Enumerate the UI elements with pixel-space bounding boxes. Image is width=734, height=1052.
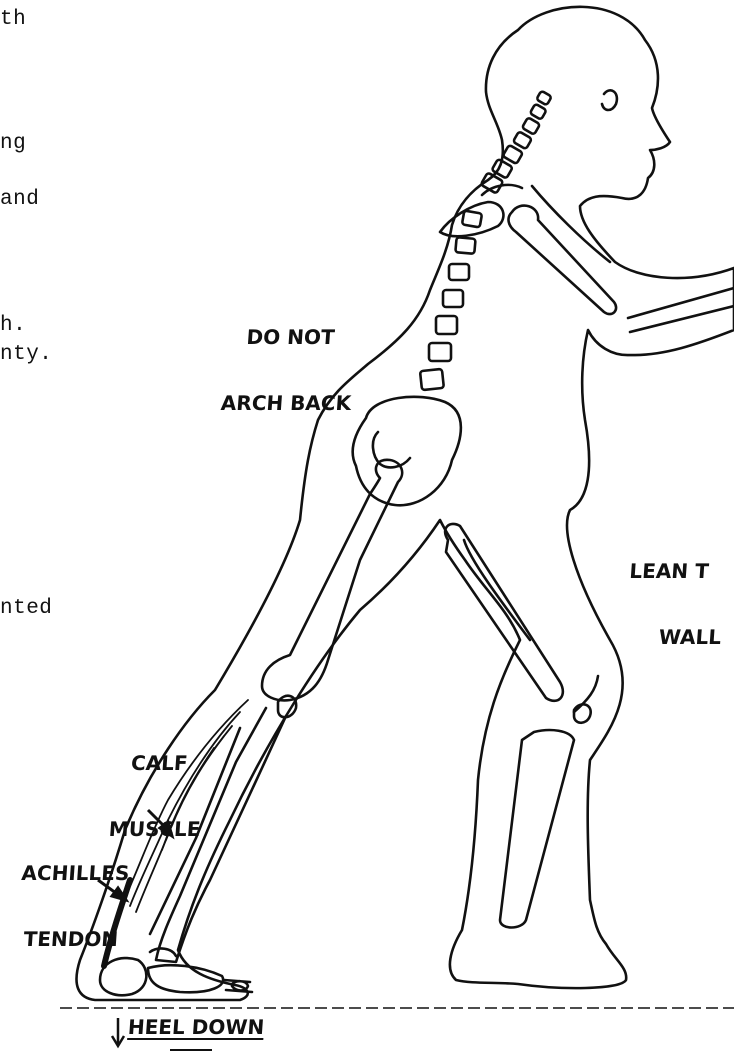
achilles-tendon-line-2: TENDON [16, 928, 125, 950]
do-not-arch-back-label: DO NOT ARCH BACK [219, 282, 360, 436]
do-not-arch-back-line-2: ARCH BACK [220, 392, 352, 414]
achilles-tendon-label: ACHILLES TENDON [15, 818, 134, 972]
forearm-bone-1 [628, 288, 734, 318]
humerus [509, 206, 617, 315]
front-tibia [500, 730, 574, 927]
achilles-tendon-line-1: ACHILLES [21, 862, 130, 884]
lean-to-wall-line-2: WALL [624, 626, 722, 648]
do-not-arch-back-line-1: DO NOT [225, 326, 357, 348]
clavicle [482, 185, 522, 195]
lean-to-wall-label: LEAN T WALL [623, 516, 730, 670]
back-ankle-bone [150, 949, 176, 956]
lean-to-wall-line-1: LEAN T [629, 560, 727, 582]
down-arrow-icon [112, 1018, 124, 1046]
calf-muscle-line-1: CALF [113, 752, 206, 774]
back-femur [262, 460, 402, 701]
spine [420, 91, 552, 390]
forearm-bone-2 [630, 306, 734, 332]
pelvis [353, 397, 461, 505]
ear [602, 90, 617, 110]
heel-down-label: HEEL DOWN [127, 1016, 265, 1038]
scapula [440, 202, 503, 236]
front-patella [574, 704, 591, 722]
